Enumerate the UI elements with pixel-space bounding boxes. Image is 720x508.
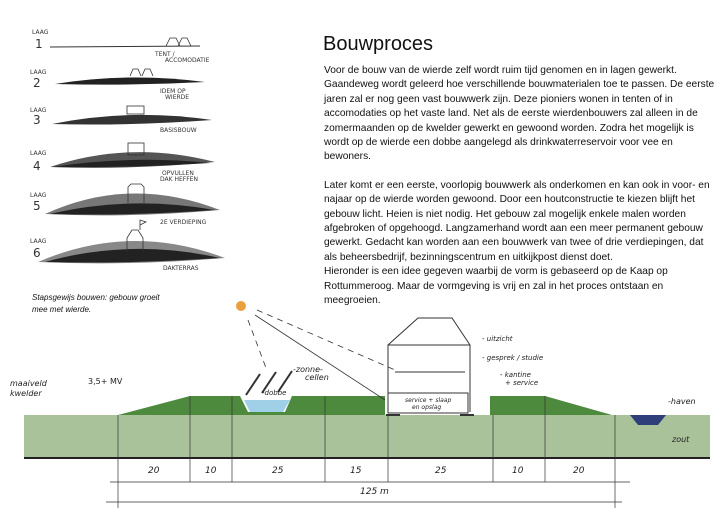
layer-number: 3	[33, 113, 41, 127]
paragraph: Hieronder is een idee gegeven waarbij de…	[324, 266, 668, 307]
layer-note: ACCOMODATIE	[165, 57, 210, 64]
paragraph: Voor de bouw van de wierde zelf wordt ru…	[324, 65, 715, 163]
layer-number: 2	[33, 76, 41, 90]
flag-icon	[139, 219, 148, 230]
layer-5: LAAG 5 2E VERDIEPING	[30, 183, 220, 226]
dimension-label: 20	[148, 466, 160, 476]
mound	[24, 396, 612, 415]
label-zonnecellen: -zonne-	[293, 365, 323, 374]
house-icon	[126, 229, 144, 252]
solar-panels-icon	[245, 370, 293, 396]
total-dimension: 125 m	[360, 487, 389, 497]
layer-label: LAAG	[30, 107, 47, 114]
page-title: Bouwproces	[323, 33, 434, 55]
dimension-label: 25	[435, 466, 447, 476]
label-maaiveld: maaiveld	[10, 379, 48, 388]
sun-icon	[236, 301, 246, 311]
layer-label: LAAG	[32, 29, 49, 36]
layer-label: LAAG	[30, 69, 47, 76]
layer-note: DAKTERRAS	[163, 265, 199, 272]
layer-2: LAAG 2 IDEM OP WIERDE	[30, 68, 205, 101]
haven-water	[630, 415, 666, 425]
dimension-label: 25	[272, 466, 284, 476]
label-zonnecellen: cellen	[305, 373, 329, 382]
label-service: service + slaap	[405, 397, 451, 404]
label-haven: -haven	[668, 397, 696, 406]
layer-number: 5	[33, 199, 41, 213]
layer-1: LAAG 1 TENT / ACCOMODATIE	[32, 29, 210, 64]
label-uitzicht: - uitzicht	[482, 335, 513, 343]
dimension-label: 20	[573, 466, 585, 476]
house-icon	[127, 183, 145, 203]
layer-note: 2E VERDIEPING	[160, 219, 207, 226]
layer-4: LAAG 4 OPVULLEN DAK HEFFEN	[30, 142, 215, 183]
label-kantine: - kantine	[500, 371, 531, 379]
dimension-label: 15	[350, 466, 362, 476]
layer-note: DAK HEFFEN	[160, 176, 198, 183]
layer-label: LAAG	[30, 192, 47, 199]
tent-icon	[165, 37, 192, 47]
house-icon	[126, 105, 145, 115]
layer-label: LAAG	[30, 150, 47, 157]
building	[386, 317, 474, 416]
dimension-label: 10	[205, 466, 217, 476]
layer-number: 4	[33, 159, 41, 173]
paragraph: Later komt er een eerste, voorlopig bouw…	[324, 179, 710, 263]
layer-label: LAAG	[30, 238, 47, 245]
layer-6: LAAG 6 DAKTERRAS	[30, 219, 225, 272]
label-dobbe: -dobbe	[262, 389, 286, 397]
house-icon	[127, 142, 145, 156]
label-gesprek: - gesprek / studie	[482, 354, 543, 362]
layer-note: OPVULLEN	[162, 170, 194, 177]
label-kantine: + service	[505, 379, 538, 387]
sketch-caption: Stapsgewijs bouwen: gebouw groeit mee me…	[32, 293, 160, 314]
layer-note: IDEM OP	[160, 88, 186, 95]
label-zout: zout	[671, 435, 690, 444]
layer-number: 6	[33, 246, 41, 260]
layer-number: 1	[35, 37, 43, 51]
dimension-label: 10	[512, 466, 524, 476]
dimension-lines	[106, 396, 630, 508]
ground	[24, 415, 710, 458]
dobbe-water	[244, 400, 290, 412]
layer-3: LAAG 3 BASISBOUW	[30, 105, 212, 134]
tent-icon	[129, 68, 154, 77]
label-height: 3,5+ MV	[88, 377, 123, 386]
layer-note: WIERDE	[165, 94, 189, 101]
layer-note: BASISBOUW	[160, 127, 197, 134]
layer-note: TENT /	[154, 51, 176, 58]
label-kwelder: kwelder	[10, 389, 42, 398]
label-service: en opslag	[412, 404, 441, 411]
body-text: Voor de bouw van de wierde zelf wordt ru…	[324, 64, 716, 323]
